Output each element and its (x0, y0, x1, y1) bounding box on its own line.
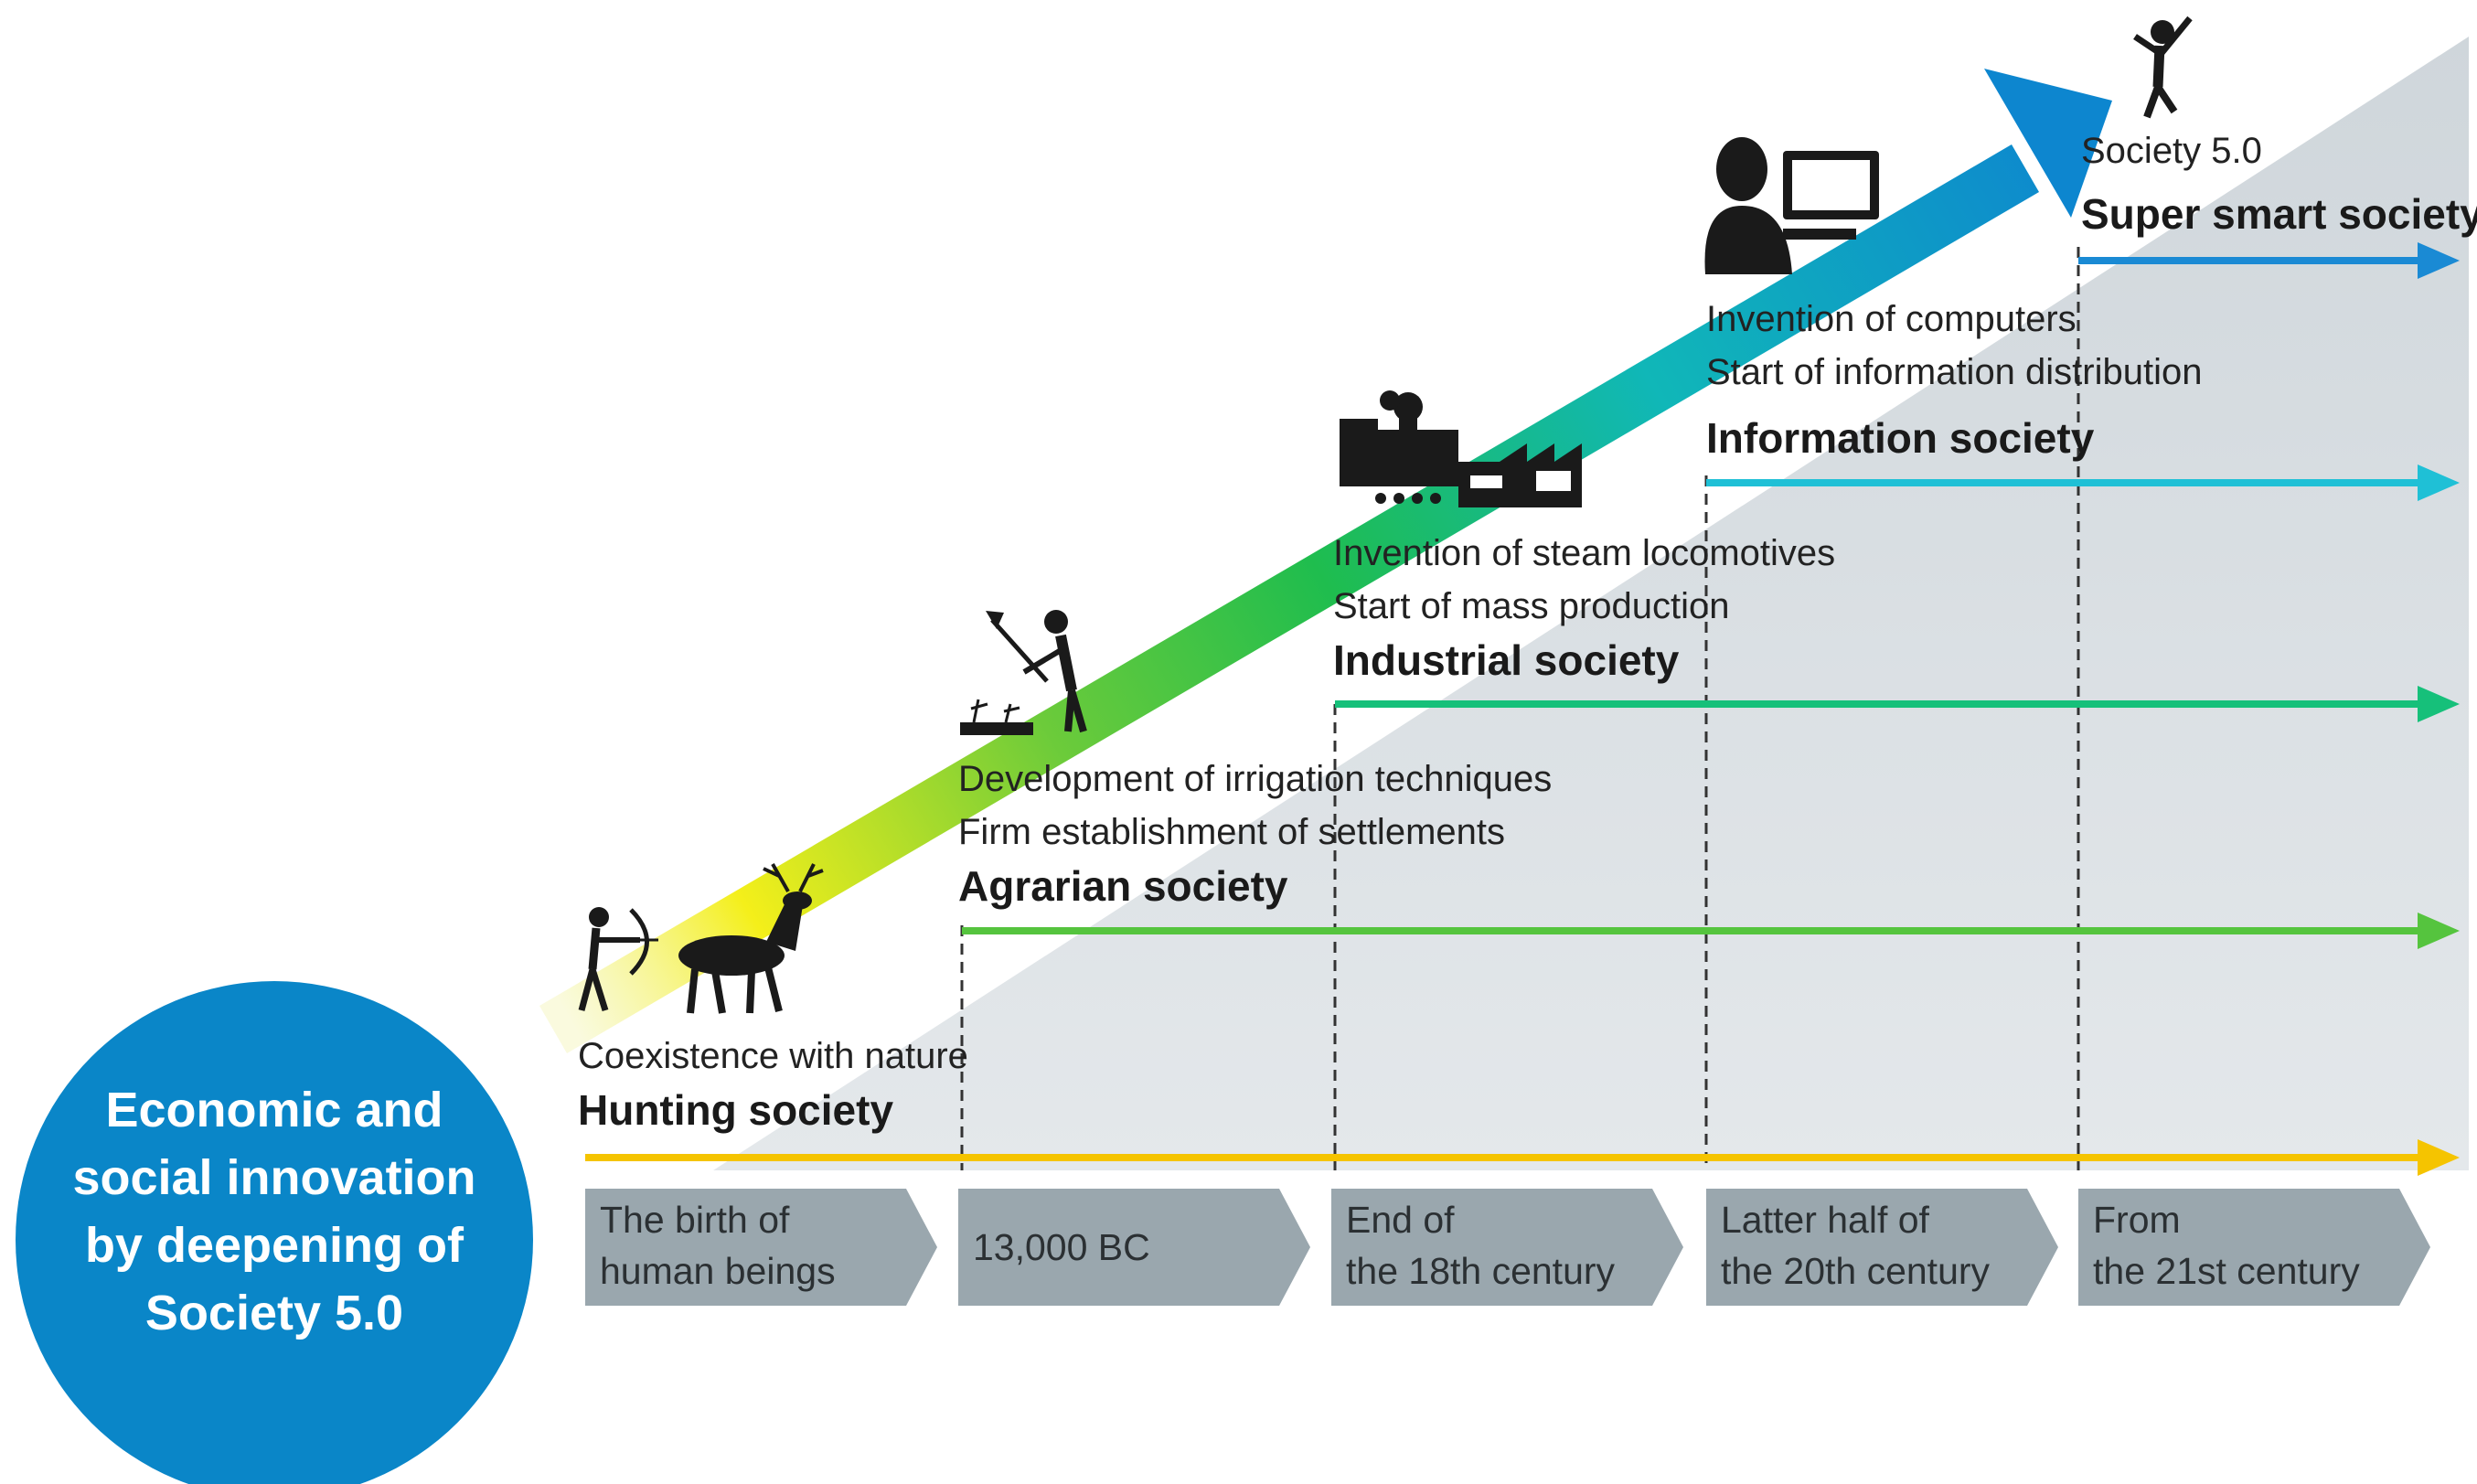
farmer-icon (960, 610, 1087, 735)
era-box (1706, 1189, 2058, 1306)
cheering-person-icon (2133, 16, 2193, 119)
stage-line-2 (962, 913, 2460, 949)
innovation-circle: Economic and social innovation by deepenin… (16, 981, 533, 1484)
era-dividers (960, 247, 2080, 1170)
stage-2: Development of irrigation techniquesFirm… (958, 759, 1552, 910)
stage-name: Information society (1706, 414, 2095, 462)
stage-name: Super smart society (2081, 190, 2477, 238)
stage-name: Hunting society (578, 1086, 893, 1134)
stage-description-line: Start of mass production (1333, 586, 1730, 626)
computer-user-icon (1704, 137, 1879, 274)
stage-description-line: Invention of computers (1706, 299, 2077, 339)
circle-text-line: social innovation (72, 1150, 475, 1205)
era-box (2078, 1189, 2430, 1306)
era-label-line: the 20th century (1721, 1250, 1991, 1292)
stage-lines (585, 242, 2460, 1176)
stage-line-3 (1335, 686, 2460, 722)
era-label-line: the 18th century (1346, 1250, 1616, 1292)
era-label-line: the 21st century (2093, 1250, 2360, 1292)
era-box (958, 1189, 1310, 1306)
stage-description-line: Firm establishment of settlements (958, 812, 1505, 852)
stage-line-4 (1706, 464, 2460, 501)
era-1: The birth of human beings (585, 1189, 937, 1306)
stage-description-line: Society 5.0 (2081, 131, 2262, 171)
stage-name: Industrial society (1333, 636, 1680, 684)
era-3: End of the 18th century (1331, 1189, 1683, 1306)
stage-description-line: Coexistence with nature (578, 1036, 968, 1076)
circle-label: Economic and social innovation by deepenin… (72, 1083, 475, 1340)
era-label-line: From (2093, 1199, 2181, 1241)
stage-line-5 (2078, 242, 2460, 279)
era-box (585, 1189, 937, 1306)
era-label-line: 13,000 BC (973, 1226, 1150, 1268)
circle-text-line: by deepening of (85, 1218, 464, 1273)
era-label-line: Latter half of (1721, 1199, 1930, 1241)
circle-badge (16, 981, 533, 1484)
hunter-deer-icon (578, 863, 824, 1014)
circle-text-line: Society 5.0 (145, 1286, 403, 1340)
circle-text-line: Economic and (105, 1083, 443, 1137)
stage-description-line: Start of information distribution (1706, 352, 2202, 392)
era-4: Latter half of the 20th century (1706, 1189, 2058, 1306)
era-2: 13,000 BC (958, 1189, 1310, 1306)
background-triangle (713, 37, 2469, 1170)
era-timeline: The birth of human beings 13,000 BC End of t… (585, 1189, 2430, 1306)
era-box (1331, 1189, 1683, 1306)
progress-arrow (539, 69, 2112, 1053)
era-label-line: human beings (600, 1250, 836, 1292)
stage-name: Agrarian society (958, 862, 1288, 910)
stage-description-line: Development of irrigation techniques (958, 759, 1552, 799)
stage-line-1 (585, 1139, 2460, 1176)
era-5: From the 21st century (2078, 1189, 2430, 1306)
era-label-line: The birth of (600, 1199, 790, 1241)
era-label-line: End of (1346, 1199, 1455, 1241)
stage-description-line: Invention of steam locomotives (1333, 533, 1835, 573)
factory-train-icon (1340, 390, 1582, 507)
